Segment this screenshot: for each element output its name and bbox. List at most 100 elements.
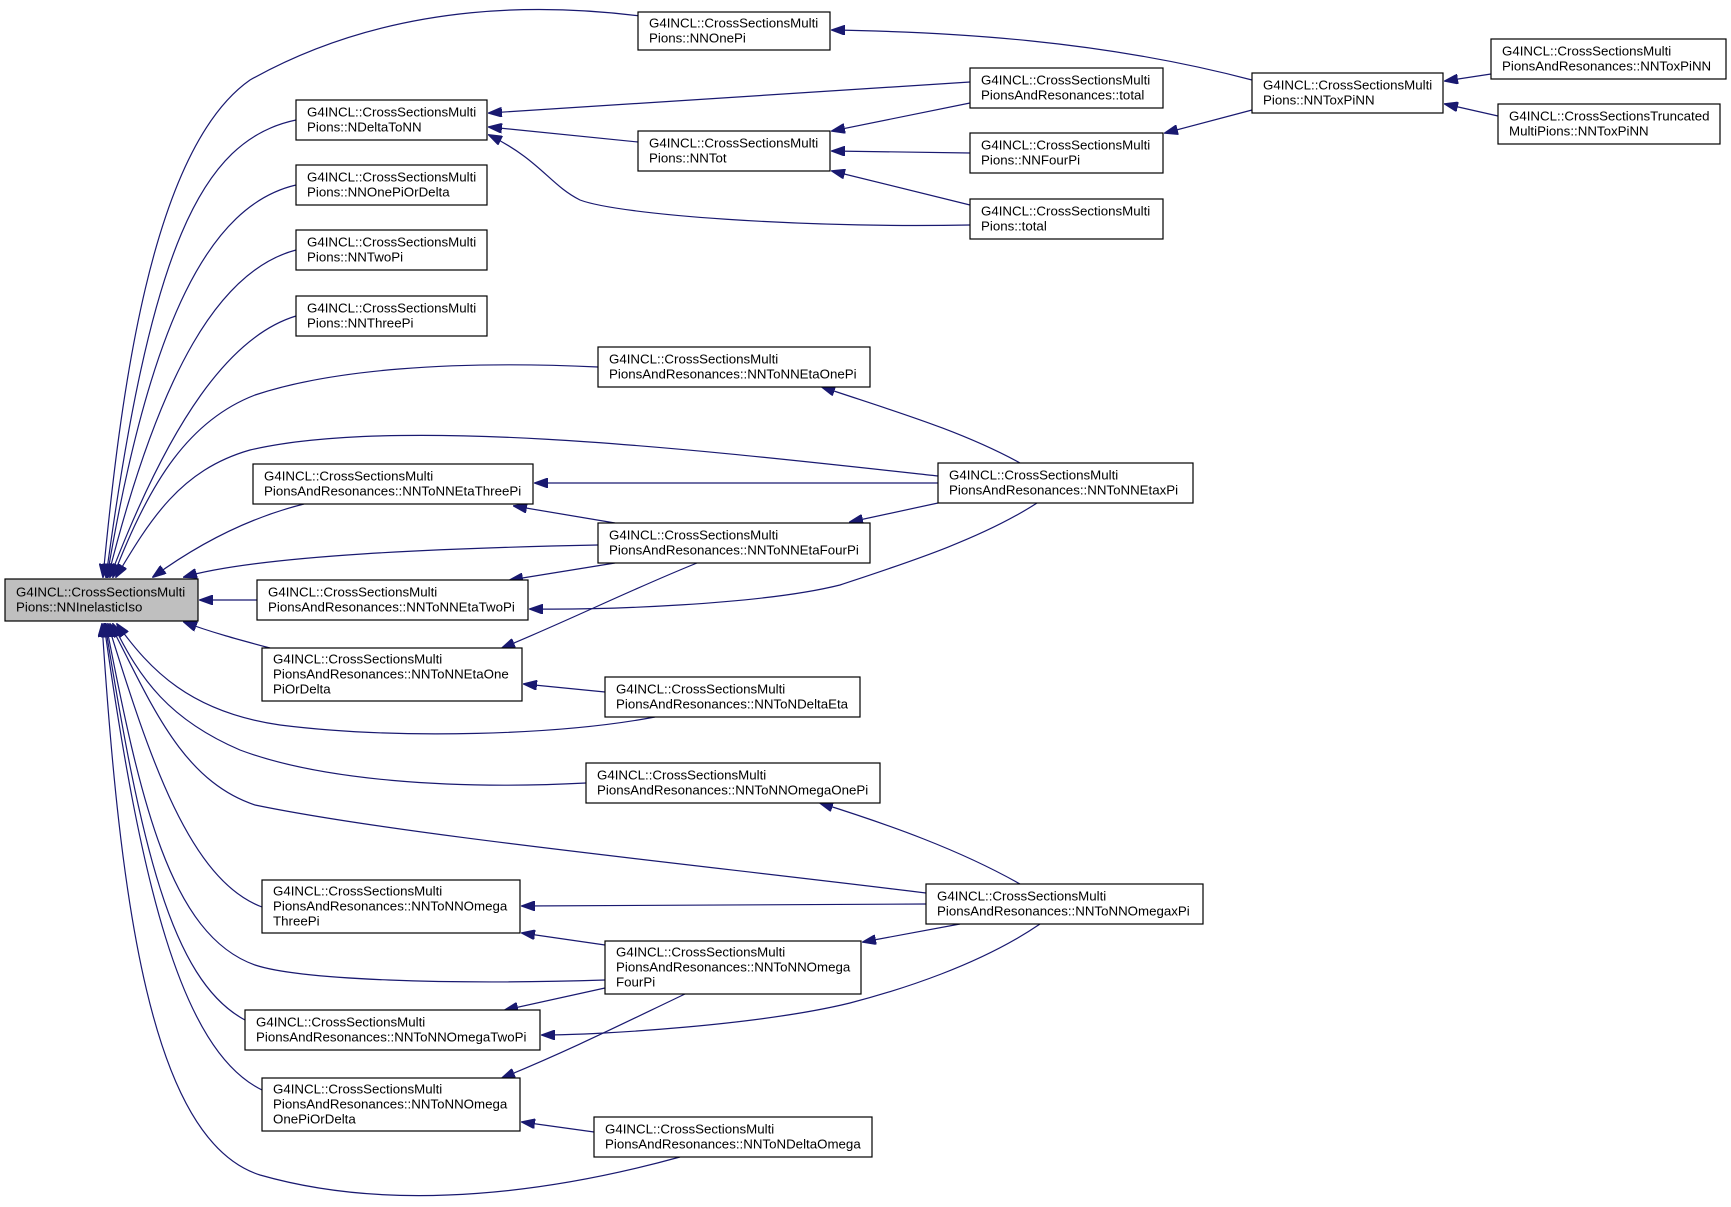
node-label-line: PionsAndResonances::NNToNNOmega bbox=[273, 1097, 508, 1112]
node-omega_threepi[interactable]: G4INCL::CrossSectionsMultiPionsAndResona… bbox=[261, 879, 521, 934]
edge-omega_fourpi-to-root bbox=[106, 624, 606, 983]
node-label-line: Pions::NNInelasticIso bbox=[16, 600, 142, 615]
node-omega_xpi[interactable]: G4INCL::CrossSectionsMultiPionsAndResona… bbox=[925, 883, 1204, 925]
edge-eta_fourpi-to-eta_onepiordelta bbox=[502, 562, 698, 648]
node-box bbox=[261, 879, 521, 934]
node-nnonepiordelta[interactable]: G4INCL::CrossSectionsMultiPions::NNOnePi… bbox=[295, 164, 488, 206]
node-label-line: Pions::NNThreePi bbox=[307, 316, 413, 331]
node-box bbox=[295, 229, 488, 271]
node-box bbox=[295, 99, 488, 141]
node-box bbox=[593, 1116, 873, 1158]
edge-omega_onepi-to-root bbox=[113, 624, 587, 786]
node-box bbox=[604, 940, 862, 995]
edges-layer bbox=[102, 8, 1499, 1197]
node-box bbox=[1251, 72, 1444, 114]
node-mpr_total[interactable]: G4INCL::CrossSectionsMultiPionsAndResona… bbox=[969, 67, 1164, 109]
node-nntoxpinn[interactable]: G4INCL::CrossSectionsMultiPions::NNToxPi… bbox=[1251, 72, 1444, 114]
node-omega_fourpi[interactable]: G4INCL::CrossSectionsMultiPionsAndResona… bbox=[604, 940, 862, 995]
edge-omega_fourpi-to-omega_threepi bbox=[522, 933, 606, 946]
node-label-line: PionsAndResonances::NNToNNOmegaOnePi bbox=[597, 783, 868, 798]
node-label-line: G4INCL::CrossSectionsMulti bbox=[609, 528, 778, 543]
node-box bbox=[969, 132, 1164, 174]
node-ndelta_omega[interactable]: G4INCL::CrossSectionsMultiPionsAndResona… bbox=[593, 1116, 873, 1158]
node-label-line: PionsAndResonances::NNToNNEtaxPi bbox=[949, 483, 1178, 498]
node-nnthreepi[interactable]: G4INCL::CrossSectionsMultiPions::NNThree… bbox=[295, 295, 488, 337]
node-label-line: G4INCL::CrossSectionsMulti bbox=[981, 73, 1150, 88]
edge-eta_fourpi-to-eta_threepi bbox=[514, 506, 616, 524]
node-eta_onepiordelta[interactable]: G4INCL::CrossSectionsMultiPionsAndResona… bbox=[261, 647, 523, 702]
node-box bbox=[637, 130, 831, 172]
node-label-line: G4INCL::CrossSectionsMulti bbox=[981, 138, 1150, 153]
node-label-line: PionsAndResonances::NNToNNOmega bbox=[273, 899, 508, 914]
node-eta_twopi[interactable]: G4INCL::CrossSectionsMultiPionsAndResona… bbox=[256, 579, 529, 621]
node-label-line: PionsAndResonances::NNToNNEtaFourPi bbox=[609, 543, 859, 558]
node-label-line: G4INCL::CrossSectionsMulti bbox=[273, 652, 442, 667]
node-omega_twopi[interactable]: G4INCL::CrossSectionsMultiPionsAndResona… bbox=[244, 1009, 541, 1051]
node-omega_onepi[interactable]: G4INCL::CrossSectionsMultiPionsAndResona… bbox=[585, 762, 881, 804]
node-omega_onepiordelta[interactable]: G4INCL::CrossSectionsMultiPionsAndResona… bbox=[261, 1077, 521, 1132]
node-box bbox=[969, 198, 1164, 240]
node-ndelta_eta[interactable]: G4INCL::CrossSectionsMultiPionsAndResona… bbox=[604, 676, 861, 718]
node-box bbox=[937, 462, 1194, 504]
edge-mp_total-to-ndeltatonn bbox=[489, 135, 971, 227]
node-label-line: G4INCL::CrossSectionsMulti bbox=[605, 1122, 774, 1137]
node-label-line: MultiPions::NNToxPiNN bbox=[1509, 124, 1649, 139]
node-box bbox=[597, 346, 871, 388]
edge-omega_fourpi-to-omega_twopi bbox=[505, 987, 606, 1010]
edge-ndelta_eta-to-root bbox=[117, 624, 656, 735]
node-label-line: PionsAndResonances::NNToNDeltaEta bbox=[616, 697, 849, 712]
node-label-line: Pions::NNTwoPi bbox=[307, 250, 403, 265]
edge-omega_fourpi-to-omega_onepiordelta bbox=[502, 993, 686, 1078]
node-label-line: PionsAndResonances::NNToNNOmega bbox=[616, 960, 851, 975]
node-box bbox=[585, 762, 881, 804]
node-ndeltatonn[interactable]: G4INCL::CrossSectionsMultiPions::NDeltaT… bbox=[295, 99, 488, 141]
node-eta_fourpi[interactable]: G4INCL::CrossSectionsMultiPionsAndResona… bbox=[597, 522, 871, 564]
node-nnfourpi[interactable]: G4INCL::CrossSectionsMultiPions::NNFourP… bbox=[969, 132, 1164, 174]
node-label-line: FourPi bbox=[616, 975, 655, 990]
node-label-line: Pions::NNOnePiOrDelta bbox=[307, 185, 450, 200]
edge-omega_xpi-to-omega_twopi bbox=[542, 923, 1041, 1035]
node-box bbox=[925, 883, 1204, 925]
node-box bbox=[4, 578, 199, 622]
node-label-line: G4INCL::CrossSectionsMulti bbox=[256, 1015, 425, 1030]
node-root[interactable]: G4INCL::CrossSectionsMultiPions::NNInela… bbox=[4, 578, 199, 622]
node-box bbox=[295, 295, 488, 337]
edge-nnthreepi-to-root bbox=[110, 315, 297, 577]
node-box bbox=[1497, 103, 1721, 145]
node-box bbox=[252, 463, 534, 505]
node-label-line: G4INCL::CrossSectionsMulti bbox=[981, 204, 1150, 219]
edge-ndeltatonn-to-root bbox=[106, 119, 297, 577]
edge-trunc_nntoxpinn-to-nntoxpinn bbox=[1445, 104, 1499, 117]
edge-eta_threepi-to-root bbox=[153, 503, 305, 577]
edge-mpr_total-to-ndeltatonn bbox=[489, 81, 971, 113]
node-label-line: PionsAndResonances::NNToNNEtaTwoPi bbox=[268, 600, 515, 615]
node-label-line: G4INCL::CrossSectionsMulti bbox=[1263, 78, 1432, 93]
node-label-line: Pions::NDeltaToNN bbox=[307, 120, 422, 135]
edge-eta_onepiordelta-to-root bbox=[184, 622, 271, 649]
node-label-line: PionsAndResonances::total bbox=[981, 88, 1144, 103]
edge-nntoxpinn-to-nnonepi bbox=[832, 30, 1253, 81]
edge-omega_xpi-to-omega_fourpi bbox=[863, 923, 961, 942]
node-trunc_nntoxpinn[interactable]: G4INCL::CrossSectionsTruncatedMultiPions… bbox=[1497, 103, 1721, 145]
node-label-line: G4INCL::CrossSectionsMulti bbox=[307, 235, 476, 250]
node-label-line: PionsAndResonances::NNToNNOmegaTwoPi bbox=[256, 1030, 527, 1045]
node-label-line: Pions::NNTot bbox=[649, 151, 727, 166]
node-label-line: G4INCL::CrossSectionsTruncated bbox=[1509, 109, 1710, 124]
node-eta_threepi[interactable]: G4INCL::CrossSectionsMultiPionsAndResona… bbox=[252, 463, 534, 505]
node-label-line: G4INCL::CrossSectionsMulti bbox=[16, 585, 185, 600]
node-eta_onepi[interactable]: G4INCL::CrossSectionsMultiPionsAndResona… bbox=[597, 346, 871, 388]
edge-mp_total-to-nntot bbox=[832, 171, 971, 206]
node-eta_xpi[interactable]: G4INCL::CrossSectionsMultiPionsAndResona… bbox=[937, 462, 1194, 504]
edge-nnfourpi-to-nntot bbox=[832, 151, 971, 153]
node-label-line: PionsAndResonances::NNToNNOmegaxPi bbox=[937, 904, 1190, 919]
node-mpr_nntoxpinn[interactable]: G4INCL::CrossSectionsMultiPionsAndResona… bbox=[1490, 38, 1727, 80]
node-label-line: PionsAndResonances::NNToNNEtaThreePi bbox=[264, 484, 521, 499]
node-label-line: Pions::NNToxPiNN bbox=[1263, 93, 1375, 108]
edge-omega_onepiordelta-to-root bbox=[104, 624, 263, 1091]
edge-omega_twopi-to-root bbox=[105, 624, 246, 1021]
